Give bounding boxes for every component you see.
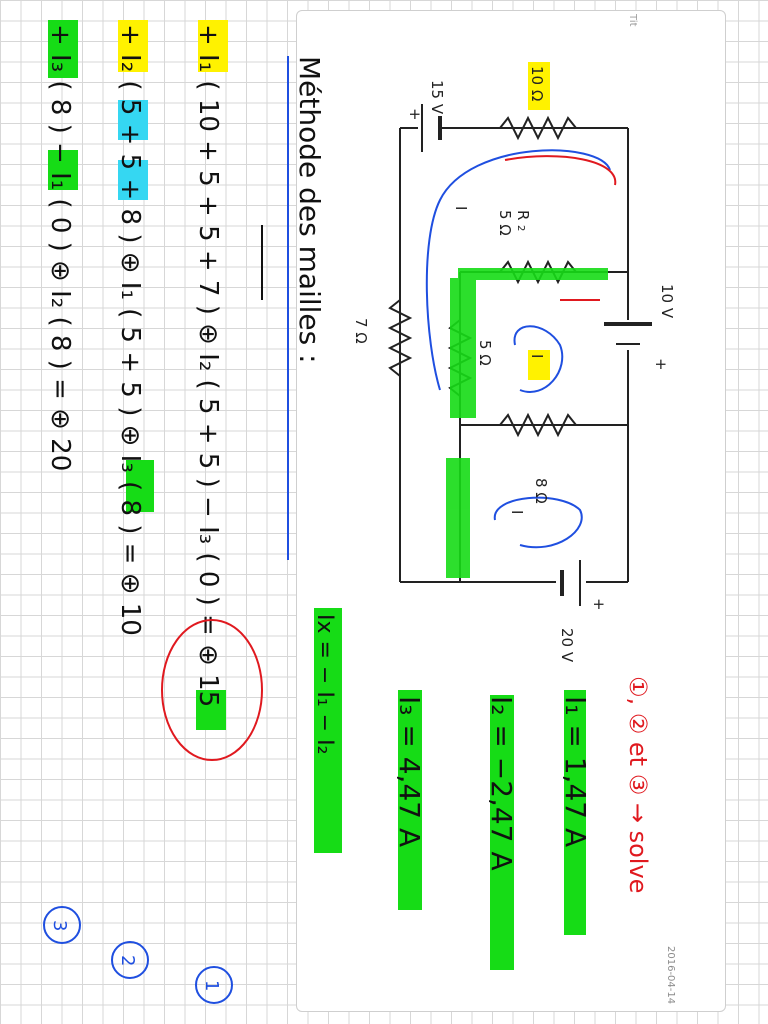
- solve-header: ①, ② et ③ → solve: [624, 676, 652, 893]
- notes-highlights: [48, 20, 586, 970]
- result-i2: I₂ = −2,47 A: [485, 696, 518, 871]
- notes-text: Méthode des mailles : + I₁ ( 10 + 5 + 5 …: [45, 24, 652, 893]
- label-5ohm: 5 Ω: [476, 340, 494, 366]
- label-loop-i3: I: [508, 510, 526, 514]
- highlight-res-i1: [564, 690, 586, 935]
- result-i1: I₁ = 1,47 A: [559, 696, 592, 847]
- highlight-eq2-5b: [118, 160, 148, 200]
- label-r2-sub: 2: [515, 225, 526, 231]
- loop-i1-arrow: [425, 149, 611, 391]
- circuit-labels: 15 V 10 Ω R 2 5 Ω 10 V 7 Ω 5 Ω 8 Ω 20 V …: [352, 62, 676, 663]
- eq1-tag: 1: [201, 980, 222, 991]
- label-7ohm: 7 Ω: [352, 318, 370, 344]
- highlight-eq1-i1: [198, 20, 228, 72]
- eq1-tag-circle: [195, 966, 233, 1004]
- eq2-tag: 2: [117, 955, 138, 966]
- result-i3: I₃ = 4,47 A: [393, 696, 426, 847]
- equation-tags: [43, 906, 233, 1004]
- loop-arrows: [425, 149, 617, 549]
- highlight-eq2-i2: [118, 20, 148, 72]
- equation-3: + I₃ ( 8 ) − I₁ ( 0 ) ⊕ I₂ ( 8 ) = ⊕ 20: [45, 24, 75, 471]
- loop-i3-arrow: [493, 496, 583, 549]
- eq3-tag-circle: [43, 906, 81, 944]
- equation-ix: Ix = − I₁ − I₂: [312, 614, 337, 754]
- notes-title: Méthode des mailles :: [293, 56, 326, 364]
- label-plus-15v: +: [406, 108, 424, 121]
- battery-15v: [418, 104, 442, 152]
- label-plus-20v: +: [590, 598, 608, 611]
- highlight-eq2-5a: [118, 100, 148, 140]
- resistor-10ohm: [499, 115, 577, 141]
- label-r2-name: R: [514, 210, 532, 220]
- highlight-res-i3: [398, 690, 422, 910]
- label-15v: 15 V: [428, 80, 446, 115]
- label-loop-i2: I: [528, 354, 546, 358]
- highlight-eq3-8: [48, 150, 78, 190]
- highlight-eq2-55: [126, 460, 154, 512]
- highlight-ix: [314, 608, 342, 853]
- label-8ohm: 8 Ω: [532, 478, 550, 504]
- battery-10v: [604, 320, 652, 350]
- equation-2: + I₂ ( 5 + 5 + 8 ) ⊕ I₁ ( 5 + 5 ) ⊕ I₃ (…: [115, 24, 145, 636]
- battery-20v: [556, 560, 586, 606]
- label-10v: 10 V: [658, 284, 676, 319]
- highlight-res-i2: [490, 695, 514, 970]
- eq3-tag: 3: [49, 920, 70, 931]
- eq2-tag-circle: [111, 941, 149, 979]
- highlight-eq3-i3: [48, 20, 78, 78]
- highlight-i2: [528, 350, 550, 380]
- loop-i2-arrow: [513, 325, 564, 393]
- highlight-10ohm: [528, 62, 550, 110]
- equation-1: + I₁ ( 10 + 5 + 5 + 7 ) ⊕ I₂ ( 5 + 5 ) −…: [193, 24, 223, 707]
- label-r2-value: 5 Ω: [496, 210, 514, 236]
- circuit-highlights: [446, 268, 608, 578]
- label-20v: 20 V: [558, 628, 576, 663]
- label-plus-10v: +: [652, 358, 670, 371]
- label-10ohm: 10 Ω: [528, 66, 546, 101]
- resistor-7ohm: [387, 299, 413, 377]
- highlight-eq1-0: [196, 690, 226, 730]
- label-loop-i1: I: [452, 206, 470, 210]
- resistor-8ohm: [499, 412, 577, 438]
- red-ellipse-i3: [161, 619, 263, 761]
- red-current-arrow: [504, 155, 617, 186]
- equation-tag-labels: 1 2 3: [49, 920, 222, 991]
